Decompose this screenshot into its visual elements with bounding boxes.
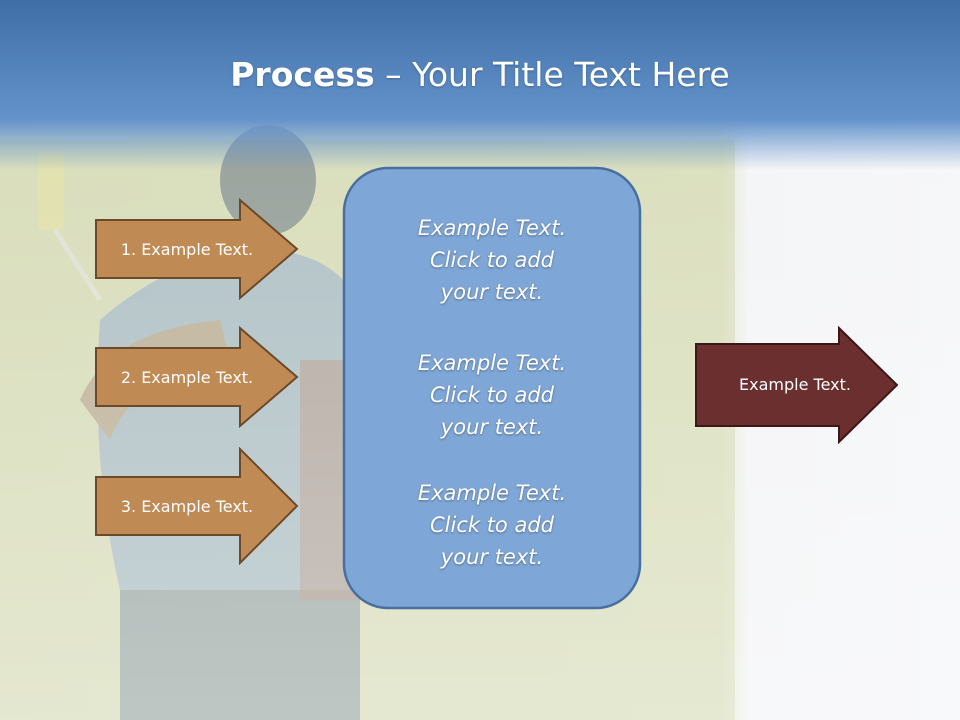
result-arrow[interactable]	[694, 326, 900, 444]
step-arrow-1[interactable]	[94, 198, 300, 300]
text-line: your text.	[440, 545, 544, 569]
step-arrow-2-label: 2. Example Text.	[120, 367, 254, 387]
title-bold: Process	[230, 55, 375, 94]
text-line: your text.	[440, 415, 544, 439]
step-arrow-1-label: 1. Example Text.	[120, 239, 254, 259]
text-line: Click to add	[429, 383, 554, 407]
center-text-block-1[interactable]: Example Text. Click to add your text.	[346, 212, 638, 308]
text-line: Example Text.	[417, 351, 567, 375]
slide-title: Process – Your Title Text Here	[0, 52, 960, 98]
title-rest: – Your Title Text Here	[374, 55, 730, 94]
step-arrow-3-label: 3. Example Text.	[120, 496, 254, 516]
text-line: Example Text.	[417, 216, 567, 240]
text-line: Example Text.	[417, 481, 567, 505]
center-text-block-3[interactable]: Example Text. Click to add your text.	[346, 477, 638, 573]
text-line: Click to add	[429, 513, 554, 537]
step-arrow-2[interactable]	[94, 326, 300, 428]
text-line: Click to add	[429, 248, 554, 272]
step-arrow-3[interactable]	[94, 447, 300, 565]
text-line: your text.	[440, 280, 544, 304]
center-content-box[interactable]	[342, 166, 644, 612]
center-text-block-2[interactable]: Example Text. Click to add your text.	[346, 347, 638, 443]
result-arrow-label: Example Text.	[739, 374, 851, 394]
